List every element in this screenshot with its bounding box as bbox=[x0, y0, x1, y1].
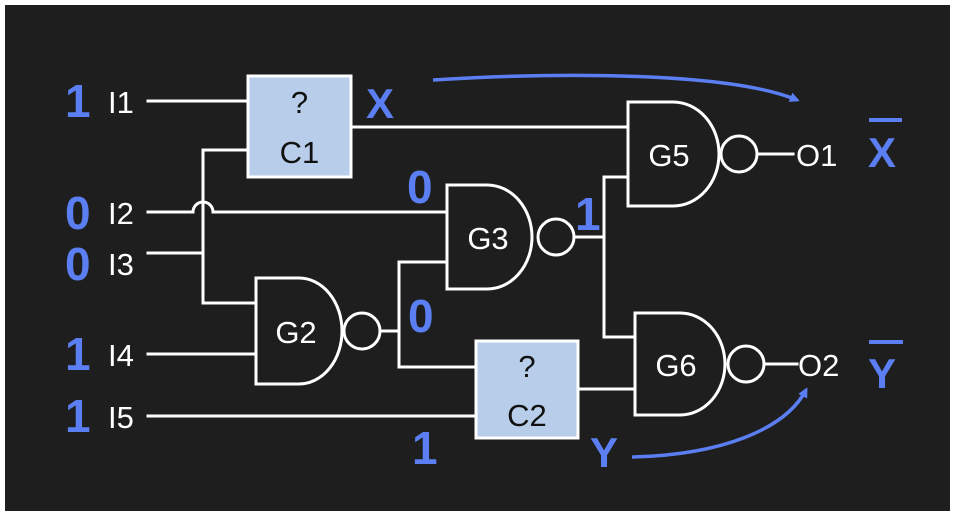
output-o1-label: O1 bbox=[796, 138, 837, 173]
box-c2: ? C2 bbox=[474, 339, 580, 440]
gate-g3-bubble bbox=[536, 217, 576, 257]
gate-g2-label: G2 bbox=[275, 315, 316, 350]
gate-g6-label: G6 bbox=[655, 348, 696, 383]
gate-g3-body bbox=[445, 183, 534, 291]
wire-value-annotations: 0 1 0 1 bbox=[407, 161, 601, 474]
output-o1-signal: X bbox=[868, 118, 902, 176]
box-c2-body bbox=[474, 339, 580, 440]
arrow-y-to-o2 bbox=[631, 387, 808, 459]
output-o2-signal: Y bbox=[868, 340, 903, 397]
input-i4-label: I4 bbox=[108, 338, 134, 373]
output-o2-label: O2 bbox=[798, 348, 839, 383]
gate-g2-body bbox=[254, 276, 344, 386]
gate-g3-label: G3 bbox=[467, 221, 508, 256]
wire-g2-to-g3-c2 bbox=[397, 260, 478, 369]
wire-c1-lower-input bbox=[201, 148, 258, 305]
input-i4-value: 1 bbox=[65, 328, 91, 380]
wire-g3-to-g5-g6 bbox=[602, 175, 637, 339]
output-o2-signal-label: Y bbox=[868, 350, 896, 397]
gate-g2: G2 bbox=[254, 276, 382, 386]
gate-g5-bubble bbox=[719, 134, 759, 174]
box-c1-body bbox=[246, 74, 353, 179]
wire-value-g3-output: 1 bbox=[575, 188, 601, 240]
input-i2-value: 0 bbox=[65, 187, 91, 239]
gate-g6-bubble bbox=[726, 344, 766, 384]
box-c1-question: ? bbox=[291, 85, 308, 120]
wire-value-c2-input: 1 bbox=[412, 422, 438, 474]
gate-g3: G3 bbox=[445, 183, 576, 291]
wire-value-g2-output: 0 bbox=[408, 290, 434, 342]
gate-g6: G6 bbox=[633, 311, 766, 417]
wire-value-g3-input: 0 bbox=[407, 161, 433, 213]
input-i3-label: I3 bbox=[108, 247, 134, 282]
output-o1-signal-label: X bbox=[868, 129, 896, 176]
signal-x-label: X bbox=[366, 80, 394, 127]
input-i5-value: 1 bbox=[65, 390, 91, 442]
gate-g6-body bbox=[633, 311, 727, 417]
box-c1: ? C1 bbox=[246, 74, 353, 179]
gate-g5-label: G5 bbox=[648, 138, 689, 173]
box-c1-label: C1 bbox=[280, 135, 320, 170]
box-c2-label: C2 bbox=[507, 398, 547, 433]
input-labels: I1 I2 I3 I4 I5 bbox=[108, 85, 134, 435]
input-values: 1 0 0 1 1 bbox=[65, 75, 91, 442]
gate-g5: G5 bbox=[626, 100, 759, 208]
wires bbox=[146, 99, 799, 418]
box-c2-question: ? bbox=[518, 349, 535, 384]
input-i5-label: I5 bbox=[108, 400, 134, 435]
input-i3-value: 0 bbox=[65, 238, 91, 290]
input-i2-label: I2 bbox=[108, 196, 134, 231]
arrow-x-to-o1 bbox=[432, 73, 800, 102]
input-i1-label: I1 bbox=[108, 85, 134, 120]
gate-g2-bubble bbox=[342, 311, 382, 351]
signal-y-label: Y bbox=[590, 429, 618, 476]
gate-g5-body bbox=[626, 100, 721, 208]
input-i1-value: 1 bbox=[65, 75, 91, 127]
